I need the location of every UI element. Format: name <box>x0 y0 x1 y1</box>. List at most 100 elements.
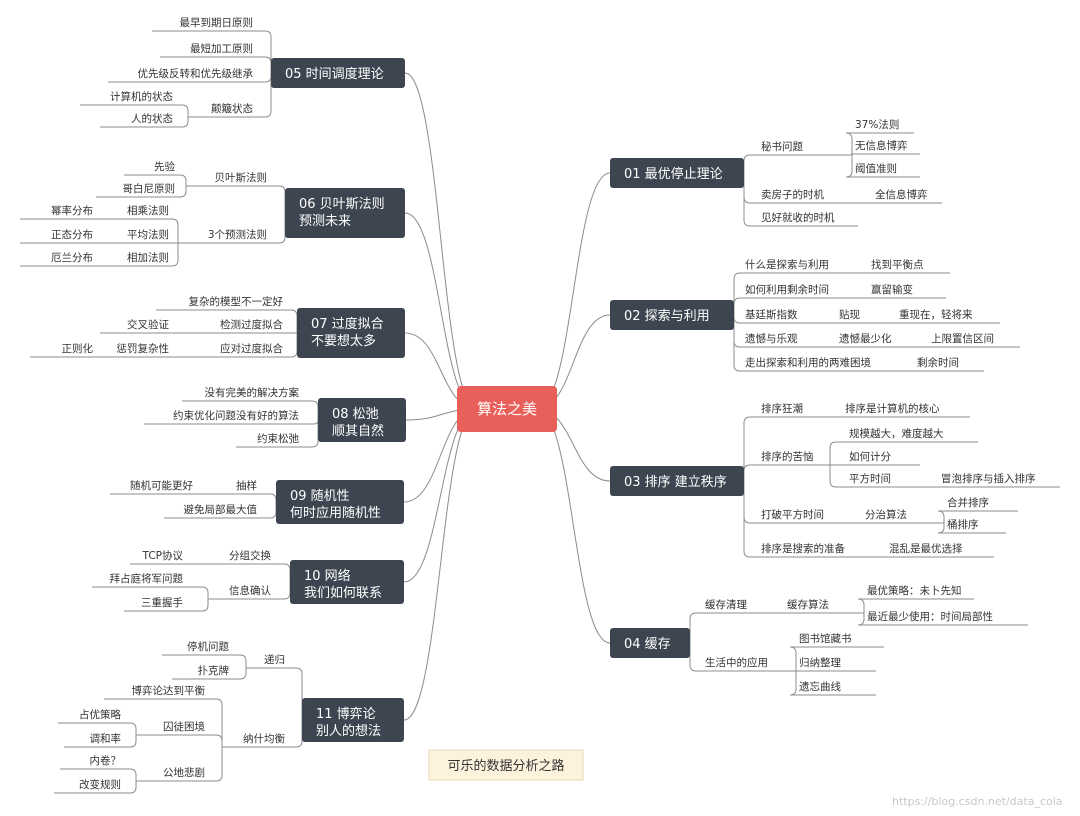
topic-node-label[interactable]: 桶排序 <box>947 518 979 531</box>
topic-node-label[interactable]: 遗憾最少化 <box>839 332 892 345</box>
topic-node-label[interactable]: 冒泡排序与插入排序 <box>941 472 1036 485</box>
topic-node-label[interactable]: 停机问题 <box>187 640 229 653</box>
topic-node-label[interactable]: 如何计分 <box>849 450 891 463</box>
branch-topic-box <box>290 560 404 604</box>
topic-node-label[interactable]: 公地悲剧 <box>163 766 205 779</box>
topic-node-label[interactable]: 赢留输变 <box>871 283 913 296</box>
topic-node-label[interactable]: 37%法则 <box>855 118 899 131</box>
topic-node-label[interactable]: 平均法则 <box>127 228 169 241</box>
topic-node-label[interactable]: 基廷斯指数 <box>745 308 798 321</box>
topic-node-label[interactable]: 调和率 <box>90 732 122 745</box>
topic-node-label[interactable]: 交叉验证 <box>127 318 169 331</box>
topic-node-label[interactable]: 重现在，轻将来 <box>899 308 973 321</box>
topic-node-label[interactable]: 惩罚复杂性 <box>117 342 170 355</box>
topic-node-label[interactable]: 递归 <box>264 653 285 666</box>
branch-topic[interactable]: 05 时间调度理论 <box>271 58 405 88</box>
topic-node-label[interactable]: 分治算法 <box>865 508 907 521</box>
topic-node-label[interactable]: 卖房子的时机 <box>761 188 824 201</box>
topic-node-label[interactable]: 正态分布 <box>51 228 93 241</box>
topic-node-label[interactable]: 纳什均衡 <box>243 732 285 745</box>
topic-node-label[interactable]: 相乘法则 <box>127 204 169 217</box>
branch-connector <box>260 502 277 519</box>
branch-topic[interactable]: 02 探索与利用 <box>610 300 734 330</box>
branch-connector <box>256 30 272 73</box>
topic-node-label[interactable]: 相加法则 <box>127 251 169 264</box>
topic-node-label[interactable]: TCP协议 <box>142 549 184 562</box>
topic-node-label[interactable]: 幂率分布 <box>51 204 93 217</box>
topic-node-label[interactable]: 信息确认 <box>229 584 271 597</box>
topic-node-label[interactable]: 最近最少使用：时间局部性 <box>867 610 993 623</box>
topic-node-label[interactable]: 混乱是最优选择 <box>889 542 963 555</box>
topic-node-label[interactable]: 排序是计算机的核心 <box>845 402 940 415</box>
topic-node-label[interactable]: 阈值准则 <box>855 162 897 175</box>
topic-node-label[interactable]: 厄兰分布 <box>51 251 93 264</box>
topic-node-label[interactable]: 最早到期日原则 <box>180 16 254 29</box>
topic-node-label[interactable]: 贝叶斯法则 <box>215 171 268 184</box>
topic-node-label[interactable]: 如何利用剩余时间 <box>745 283 829 296</box>
branch-topic[interactable]: 01 最优停止理论 <box>610 158 744 188</box>
topic-node-label[interactable]: 找到平衡点 <box>871 258 924 271</box>
branch-topic[interactable]: 03 排序 建立秩序 <box>610 466 744 496</box>
topic-node-label[interactable]: 囚徒困境 <box>163 720 205 733</box>
topic-node-label[interactable]: 哥白尼原则 <box>123 182 176 195</box>
topic-node-label[interactable]: 优先级反转和优先级继承 <box>138 67 254 80</box>
topic-node-label[interactable]: 应对过度拟合 <box>220 342 283 355</box>
topic-node-label[interactable]: 排序是搜索的准备 <box>761 542 845 555</box>
topic-node-label[interactable]: 计算机的状态 <box>110 90 173 103</box>
topic-node-label[interactable]: 三重握手 <box>141 596 183 609</box>
topic-node-label[interactable]: 先验 <box>154 160 175 173</box>
topic-node-label[interactable]: 约束优化问题没有好的算法 <box>173 409 299 422</box>
topic-node-label[interactable]: 生活中的应用 <box>705 656 768 669</box>
topic-node-label[interactable]: 人的状态 <box>131 112 173 125</box>
topic-node-label[interactable]: 缓存清理 <box>705 598 747 611</box>
topic-node-label[interactable]: 什么是探索与利用 <box>745 258 829 271</box>
topic-node-label[interactable]: 平方时间 <box>849 472 891 485</box>
topic-node-label[interactable]: 约束松弛 <box>257 432 299 445</box>
topic-node-label[interactable]: 没有完美的解决方案 <box>205 386 300 399</box>
topic-node-label[interactable]: 上限置信区间 <box>931 332 994 345</box>
central-topic[interactable]: 算法之美 <box>457 386 557 432</box>
topic-node-label[interactable]: 最优策略：未卜先知 <box>867 584 962 597</box>
topic-node-label[interactable]: 归纳整理 <box>799 656 841 669</box>
topic-node-label[interactable]: 打破平方时间 <box>761 508 824 521</box>
topic-node-label[interactable]: 占优策略 <box>79 708 121 721</box>
branch-topic[interactable]: 04 缓存 <box>610 628 690 658</box>
topic-node-label[interactable]: 颠簸状态 <box>211 102 253 115</box>
topic-node-label[interactable]: 正则化 <box>62 342 94 355</box>
topic-node-label[interactable]: 图书馆藏书 <box>799 632 852 645</box>
topic-node-label[interactable]: 规模越大，难度越大 <box>849 427 944 440</box>
topic-node-label[interactable]: 贴现 <box>839 308 860 321</box>
topic-node-label[interactable]: 3个预测法则 <box>208 228 267 241</box>
topic-node-label[interactable]: 全信息博弈 <box>875 188 928 201</box>
topic-node-label[interactable]: 博弈论达到平衡 <box>132 684 206 697</box>
topic-node-label[interactable]: 随机可能更好 <box>130 479 193 492</box>
topic-node-label[interactable]: 排序的苦恼 <box>761 450 814 463</box>
topic-node-label[interactable]: 避免局部最大值 <box>184 503 258 516</box>
topic-node-label[interactable]: 走出探索和利用的两难困境 <box>745 356 871 369</box>
topic-node-label[interactable]: 遗忘曲线 <box>799 680 841 693</box>
topic-node-label[interactable]: 排序狂潮 <box>761 402 803 415</box>
topic-node-label[interactable]: 见好就收的时机 <box>761 211 835 224</box>
topic-node-label[interactable]: 拜占庭将军问题 <box>110 572 184 585</box>
topic-node-label[interactable]: 抽样 <box>236 479 257 492</box>
topic-node-label[interactable]: 内卷？ <box>90 754 122 767</box>
topic-node-label[interactable]: 改变规则 <box>79 778 121 791</box>
topic-node-label[interactable]: 复杂的模型不一定好 <box>189 295 284 308</box>
topic-node-label[interactable]: 检测过度拟合 <box>220 318 283 331</box>
topic-node-label[interactable]: 无信息博弈 <box>855 139 908 152</box>
topic-node-label[interactable]: 遗憾与乐观 <box>745 332 798 345</box>
topic-node-label[interactable]: 扑克牌 <box>198 664 230 677</box>
topic-node-label[interactable]: 缓存算法 <box>787 598 829 611</box>
topic-node-label[interactable]: 剩余时间 <box>917 356 959 369</box>
topic-node-label[interactable]: 秘书问题 <box>761 140 803 153</box>
topic-node-label[interactable]: 合并排序 <box>947 496 989 509</box>
topic-node-label[interactable]: 分组交换 <box>229 549 271 562</box>
topic-node-label[interactable]: 最短加工原则 <box>190 42 253 55</box>
